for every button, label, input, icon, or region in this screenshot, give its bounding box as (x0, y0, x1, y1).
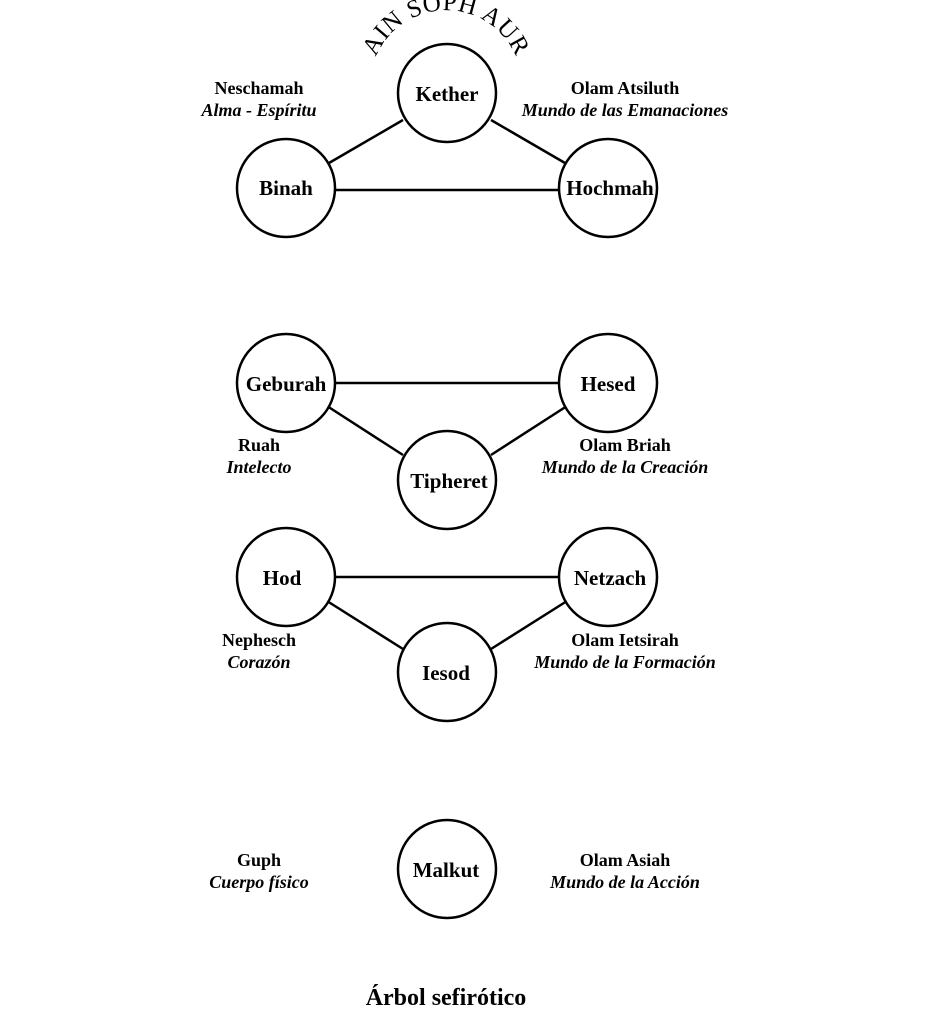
edge-hesed-tipheret (490, 404, 568, 457)
soul-meaning-ruah: Intelecto (226, 457, 292, 477)
node-label-hod: Hod (263, 566, 302, 590)
world-name-asiah: Olam Asiah (580, 850, 671, 870)
edge-geburah-tipheret (326, 404, 404, 457)
node-malkut: Malkut (396, 818, 498, 920)
soul-name-nephesch: Nephesch (222, 630, 296, 650)
world-name-atsiluth: Olam Atsiluth (571, 78, 680, 98)
node-hesed: Hesed (557, 332, 659, 434)
diagram-title: Árbol sefirótico (366, 985, 527, 1011)
node-label-netzach: Netzach (574, 566, 647, 590)
node-netzach: Netzach (557, 526, 659, 628)
node-label-binah: Binah (259, 176, 313, 200)
node-label-malkut: Malkut (413, 858, 480, 882)
node-iesod: Iesod (396, 621, 498, 723)
node-label-hochmah: Hochmah (566, 176, 654, 200)
edge-netzach-iesod (490, 599, 568, 651)
node-label-geburah: Geburah (246, 372, 327, 396)
soul-name-neschamah: Neschamah (215, 78, 304, 98)
edge-hod-iesod (326, 599, 404, 651)
edge-kether-binah (328, 118, 404, 165)
node-label-tipheret: Tipheret (410, 469, 487, 493)
node-binah: Binah (235, 137, 337, 239)
soul-meaning-neschamah: Alma - Espíritu (200, 100, 316, 120)
node-geburah: Geburah (235, 332, 337, 434)
node-kether: Kether (396, 42, 498, 144)
world-name-briah: Olam Briah (579, 435, 671, 455)
world-meaning-atsiluth: Mundo de las Emanaciones (521, 100, 729, 120)
edges (326, 118, 568, 651)
node-tipheret: Tipheret (396, 429, 498, 531)
edge-kether-hochmah (490, 118, 566, 165)
soul-name-guph: Guph (237, 850, 281, 870)
node-hod: Hod (235, 526, 337, 628)
node-label-iesod: Iesod (422, 661, 470, 685)
soul-meaning-guph: Cuerpo físico (209, 872, 309, 892)
world-name-ietsirah: Olam Ietsirah (571, 630, 679, 650)
node-label-kether: Kether (416, 82, 479, 106)
soul-name-ruah: Ruah (238, 435, 280, 455)
soul-meaning-nephesch: Corazón (227, 652, 290, 672)
node-label-hesed: Hesed (581, 372, 636, 396)
node-hochmah: Hochmah (557, 137, 659, 239)
world-meaning-ietsirah: Mundo de la Formación (533, 652, 716, 672)
world-meaning-briah: Mundo de la Creación (541, 457, 709, 477)
world-meaning-asiah: Mundo de la Acción (549, 872, 700, 892)
